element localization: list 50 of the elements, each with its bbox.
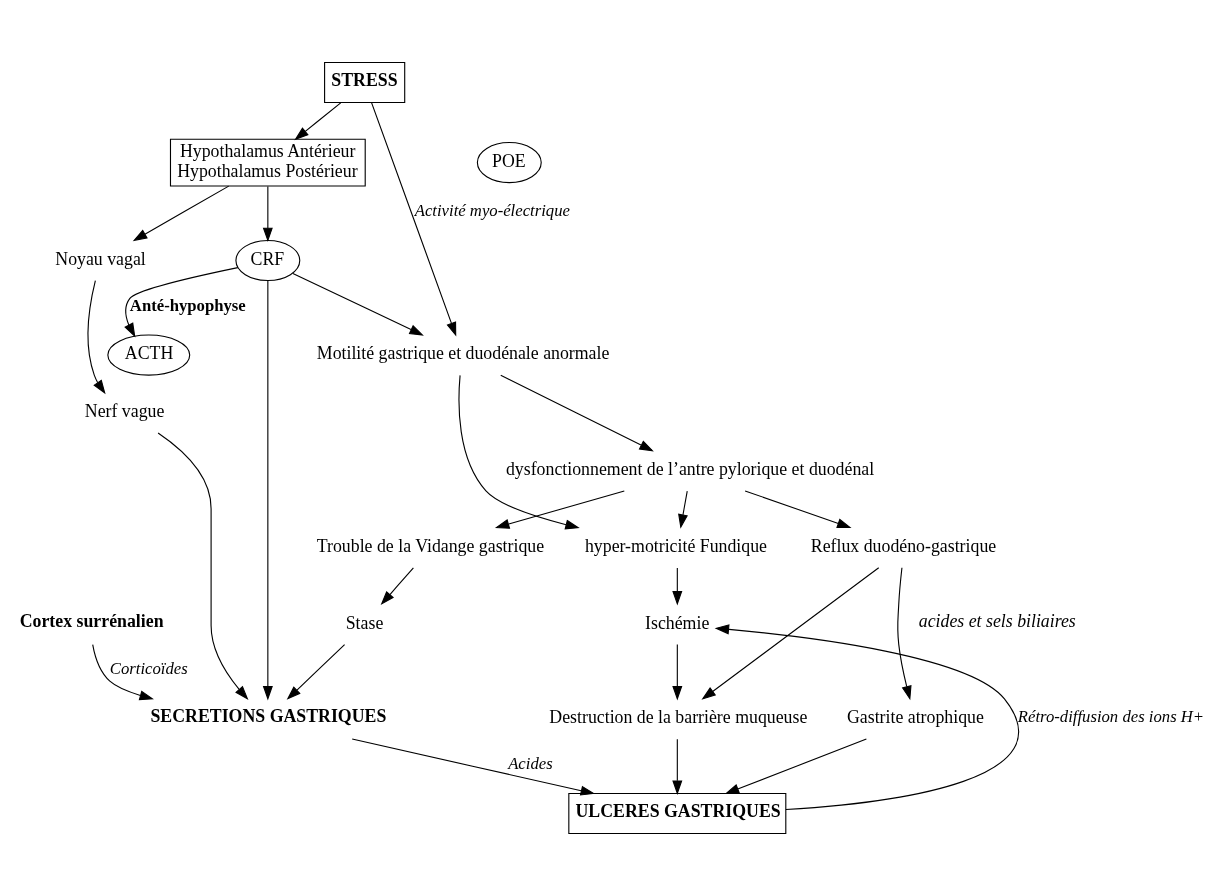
node-ellipse: ACTH (107, 334, 191, 376)
arrow (494, 490, 625, 529)
arrow (672, 644, 683, 701)
node-ellipse: CRF (235, 239, 301, 282)
arrow (87, 280, 106, 395)
node-text: SECRETIONS GASTRIQUES (150, 706, 387, 727)
edge-label: Acides (508, 754, 553, 774)
node-ellipse: POE (476, 142, 542, 184)
node-text: Trouble de la Vidange gastrique (316, 535, 545, 556)
arrow (262, 185, 273, 243)
arrow (294, 102, 342, 141)
arrow (714, 624, 1020, 811)
arrow (286, 644, 346, 700)
arrow (500, 374, 654, 452)
label: acides et sels biliaires (918, 611, 1076, 632)
edge-label: Rétro-diffusion des ions H+ (1017, 706, 1205, 726)
node-box: ULCERES GASTRIQUES (568, 792, 787, 835)
edge-label: Corticoïdes (109, 659, 188, 679)
edge-label: Anté-hypophyse (129, 295, 246, 315)
node-text: hyper-motricité Fundique (584, 535, 767, 556)
arrow (380, 567, 414, 606)
arrow (672, 567, 683, 606)
node-text: Reflux duodéno-gastrique (810, 535, 997, 556)
arrow (351, 738, 596, 796)
arrow (292, 272, 424, 336)
arrow (124, 267, 239, 338)
arrow (132, 185, 230, 242)
arrow (724, 738, 867, 794)
arrow (92, 644, 154, 701)
arrow (678, 490, 689, 529)
edge-label: Activité myo-électrique (414, 201, 570, 220)
node-box: STRESS (324, 61, 406, 104)
node-text: Motilité gastrique et duodénale anormale (316, 343, 610, 364)
node-text: Destruction de la barrière muqueuse (549, 707, 808, 728)
arrow (672, 738, 683, 795)
arrow (262, 280, 273, 701)
node-text: Gastrite atrophique (847, 707, 984, 728)
arrow (157, 432, 249, 700)
node-text: Cortex surrénalien (19, 611, 164, 632)
node-text: dysfonctionnement de l’antre pylorique et duodénal (505, 459, 875, 480)
arrow (897, 567, 912, 701)
arrow (458, 374, 580, 530)
node-text: Noyau vagal (55, 248, 146, 269)
node-text: Stase (345, 612, 384, 633)
arrow (371, 102, 457, 337)
node-text: Ischémie (645, 612, 710, 633)
node-box: Hypothalamus Antérieur Hypothalamus Postérieur (169, 138, 366, 187)
node-text: Nerf vague (84, 401, 165, 422)
arrow (701, 567, 880, 700)
arrow (744, 490, 852, 529)
